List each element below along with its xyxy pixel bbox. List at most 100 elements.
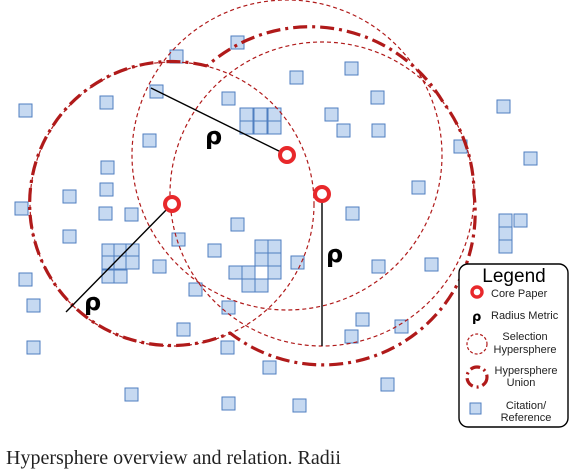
citation-square (336, 123, 351, 138)
citation-square (371, 123, 386, 138)
core-paper-right (313, 185, 331, 203)
citation-square (124, 207, 139, 222)
core-paper-top (278, 146, 296, 164)
citation-square (18, 103, 33, 118)
citation-square (113, 269, 128, 284)
legend-label-citation: Citation/ (506, 400, 547, 412)
citation-square (254, 278, 269, 293)
citation-layer (14, 35, 538, 413)
rho-label-top: ρ (205, 122, 222, 150)
selection-hypersphere-top (131, 0, 443, 311)
citation-square (344, 61, 359, 76)
citation-square (394, 319, 409, 334)
legend-label-citation-reference: Reference (501, 412, 552, 424)
citation-square (411, 180, 426, 195)
citation-square (241, 265, 256, 280)
legend: Legend Core Paper ρ Radius Metric Select… (458, 263, 569, 428)
citation-square (62, 229, 77, 244)
citation-square (498, 213, 513, 228)
citation-square (228, 265, 243, 280)
citation-square (290, 255, 305, 270)
citation-square (220, 340, 235, 355)
citation-square (125, 255, 140, 270)
citation-square (267, 252, 282, 267)
citation-square (221, 300, 236, 315)
citation-square (26, 340, 41, 355)
citation-square (99, 182, 114, 197)
citation-square (18, 272, 33, 287)
selection-hypersphere-icon (466, 333, 488, 355)
citation-square (113, 243, 128, 258)
citation-square (124, 387, 139, 402)
citation-square (324, 107, 339, 122)
citation-square (254, 239, 269, 254)
legend-label-hypersphere: Hypersphere (495, 365, 558, 377)
citation-square (188, 282, 203, 297)
citation-square (355, 312, 370, 327)
hypersphere-union-outline (28, 25, 477, 367)
citation-square (498, 239, 513, 254)
citation-square (523, 151, 538, 166)
citation-square (262, 360, 277, 375)
citation-square (267, 107, 282, 122)
rho-label-right: ρ (326, 240, 343, 268)
citation-square (292, 398, 307, 413)
citation-square (171, 232, 186, 247)
citation-square (125, 243, 140, 258)
citation-square (101, 255, 116, 270)
legend-label-radius-metric: Radius Metric (491, 310, 559, 322)
citation-square (230, 217, 245, 232)
radius-lines (65, 87, 323, 346)
citation-square (289, 70, 304, 85)
citation-square (99, 95, 114, 110)
citation-square (62, 189, 77, 204)
citation-square (142, 133, 157, 148)
citation-square (239, 120, 254, 135)
citation-square (14, 201, 29, 216)
citation-square (267, 120, 282, 135)
figure-caption: 3. Hypersphere overview and relation. Ra… (0, 447, 341, 469)
radius-line-top (150, 87, 288, 156)
citation-square (241, 278, 256, 293)
citation-square (221, 396, 236, 411)
core-paper-left (163, 195, 181, 213)
citation-square (370, 90, 385, 105)
citation-square (253, 120, 268, 135)
citation-icon (469, 402, 482, 415)
legend-label-core-paper: Core Paper (491, 288, 548, 300)
citation-square (380, 377, 395, 392)
citation-square (149, 84, 164, 99)
citation-square (498, 226, 513, 241)
citation-square (496, 99, 511, 114)
legend-label-hypersphere-union: Union (507, 377, 536, 389)
citation-square (101, 243, 116, 258)
citation-square (207, 243, 222, 258)
citation-square (176, 322, 191, 337)
citation-square (253, 107, 268, 122)
legend-title: Legend (482, 266, 545, 287)
core-paper-icon (470, 285, 484, 299)
citation-square (513, 213, 528, 228)
rho-label-left: ρ (84, 288, 101, 316)
legend-label-selection: Selection (502, 331, 547, 343)
citation-square (152, 259, 167, 274)
citation-square (98, 206, 113, 221)
citation-square (267, 265, 282, 280)
legend-box (458, 263, 569, 428)
citation-square (254, 252, 269, 267)
hypersphere-diagram: ρ ρ ρ Legend Core Paper ρ Radius Metric … (14, 0, 569, 428)
radius-line-left (65, 203, 173, 313)
core-papers (163, 146, 331, 213)
hypersphere-union-icon (465, 365, 489, 389)
citation-square (345, 206, 360, 221)
citation-square (101, 269, 116, 284)
citation-square (267, 239, 282, 254)
citation-square (239, 107, 254, 122)
citation-square (344, 329, 359, 344)
citation-square (113, 255, 128, 270)
citation-square (371, 259, 386, 274)
citation-square (100, 160, 115, 175)
legend-label-selection-hypersphere: Hypersphere (494, 344, 557, 356)
citation-square (221, 91, 236, 106)
citation-square (26, 298, 41, 313)
